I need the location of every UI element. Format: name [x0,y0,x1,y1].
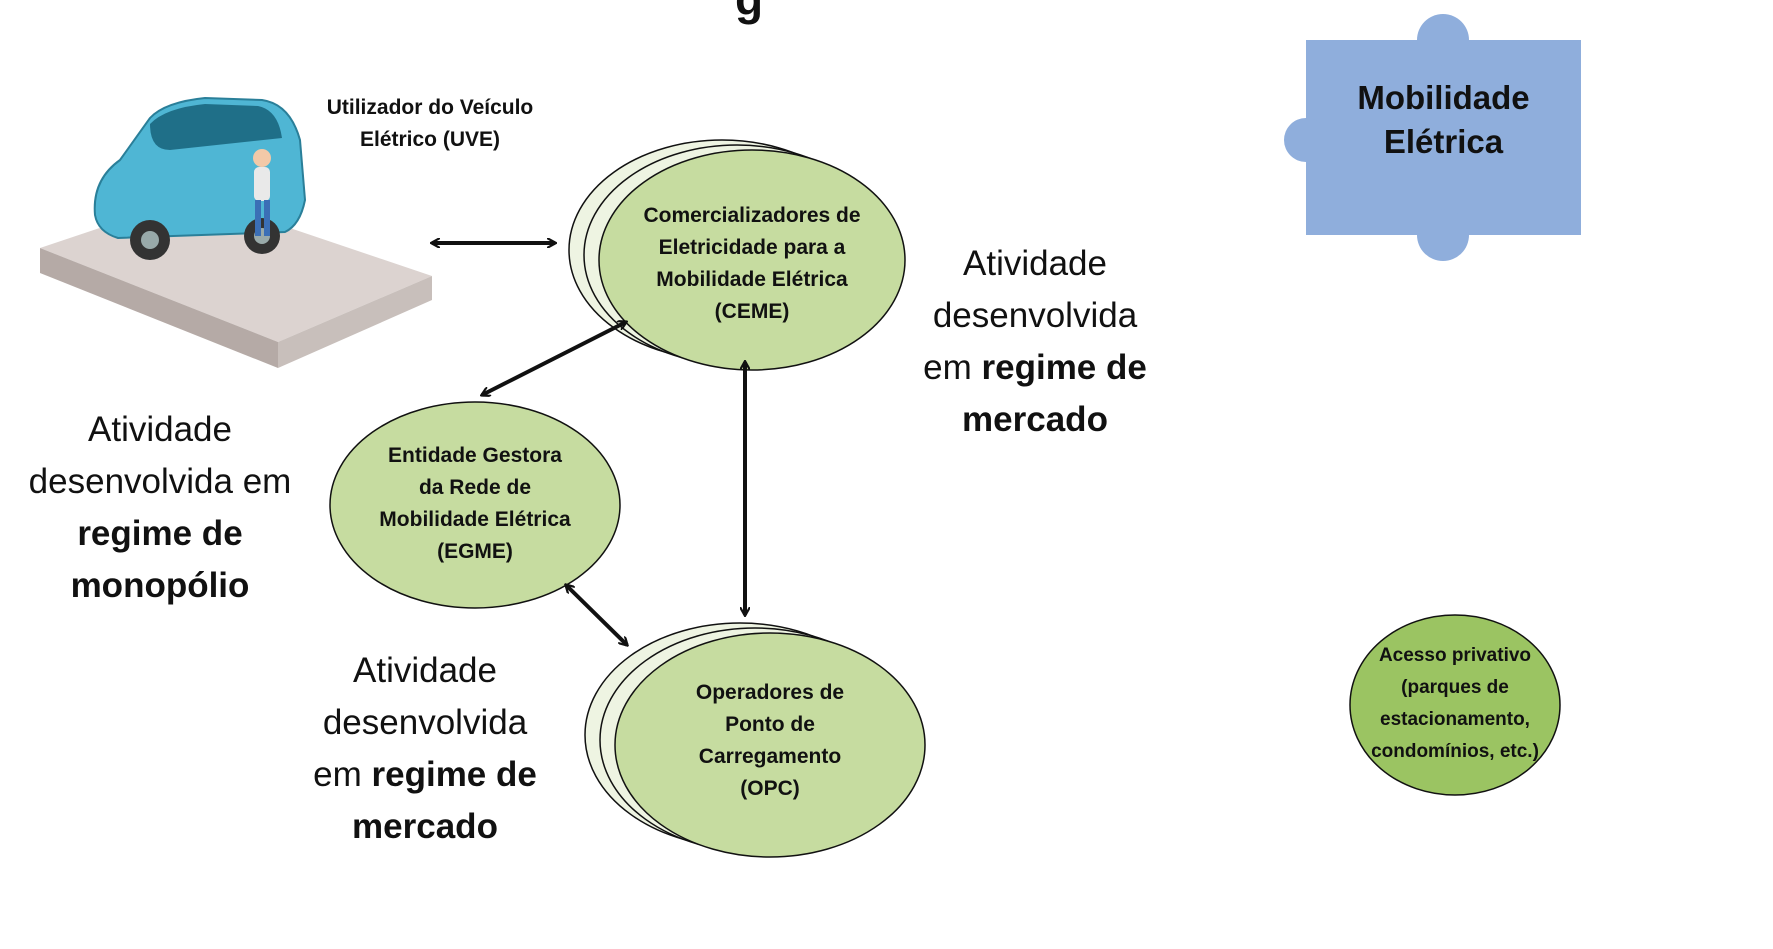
opc-label: Operadores de Ponto de Carregamento (OPC… [630,677,910,805]
ceme-line3: Mobilidade Elétrica [656,268,848,291]
floor-left [40,248,278,368]
ceme-ellipse-stack [568,139,906,371]
person-icon [253,149,271,236]
private-line4: condomínios, etc.) [1371,741,1539,762]
egme-regime-annotation: Atividade desenvolvida em regime de mono… [0,404,320,612]
egme-line3: Mobilidade Elétrica [379,508,571,531]
private-access-ellipse [1349,614,1561,796]
opc-regime-annotation: Atividade desenvolvida em regime de merc… [290,645,560,853]
opc-regime-bold2: mercado [352,807,498,846]
ceme-regime-line4: mercado [905,394,1165,446]
opc-line4: (OPC) [740,777,800,800]
opc-regime-line4: mercado [290,801,560,853]
badge-puzzle-shape [1284,14,1581,261]
ceme-regime-bold: regime de [981,348,1147,387]
egme-line4: (EGME) [437,540,513,563]
egme-regime-line1: Atividade [88,410,232,449]
badge-label: Mobilidade Elétrica [1306,76,1581,164]
ceme-line4: (CEME) [714,300,790,323]
egme-ellipse [329,401,621,609]
egme-regime-bold: regime de [77,514,243,553]
opc-line2: Ponto de [725,713,815,736]
private-line3: estacionamento, [1380,709,1530,730]
opc-line3: Carregamento [698,745,842,768]
egme-regime-line4: monopólio [0,560,320,612]
ceme-regime-line3: em regime de [905,342,1165,394]
badge-line2: Elétrica [1383,123,1504,160]
uve-label-line2: Elétrico (UVE) [359,128,501,151]
ceme-regime-line2: desenvolvida [932,296,1138,335]
ceme-line2: Eletricidade para a [658,236,846,259]
opc-regime-line2: desenvolvida [322,703,528,742]
title-fragment: g [735,0,763,26]
egme-regime-line2: desenvolvida em [28,462,292,501]
private-line2: (parques de [1401,677,1509,698]
uve-label-line1: Utilizador do Veículo [326,96,534,119]
ceme-regime-line1: Atividade [963,244,1107,283]
uve-label: Utilizador do Veículo Elétrico (UVE) [290,92,570,156]
egme-regime-line3: regime de [0,508,320,560]
arrow-egme-opc [566,585,627,645]
arrow-egme-ceme [482,322,626,395]
ev-user-illustration [40,96,432,368]
egme-label: Entidade Gestora da Rede de Mobilidade E… [335,440,615,568]
private-access-label: Acesso privativo (parques de estacioname… [1345,640,1565,768]
ceme-regime-bold2: mercado [962,400,1108,439]
ceme-line1: Comercializadores de [643,204,861,227]
floor-right [278,276,432,368]
opc-regime-prefix: em [313,755,372,794]
badge-line1: Mobilidade [1357,79,1530,116]
ceme-regime-prefix: em [923,348,982,387]
opc-line1: Operadores de [695,681,845,704]
opc-regime-bold: regime de [371,755,537,794]
opc-regime-line1: Atividade [353,651,497,690]
opc-regime-line3: em regime de [290,749,560,801]
ceme-label: Comercializadores de Eletricidade para a… [602,200,902,328]
opc-ellipse-stack [584,622,926,858]
egme-line1: Entidade Gestora [388,444,562,467]
private-line1: Acesso privativo [1378,645,1532,666]
car-icon [93,96,307,260]
ceme-regime-annotation: Atividade desenvolvida em regime de merc… [905,238,1165,446]
egme-line2: da Rede de [418,476,532,499]
egme-regime-bold2: monopólio [70,566,250,605]
